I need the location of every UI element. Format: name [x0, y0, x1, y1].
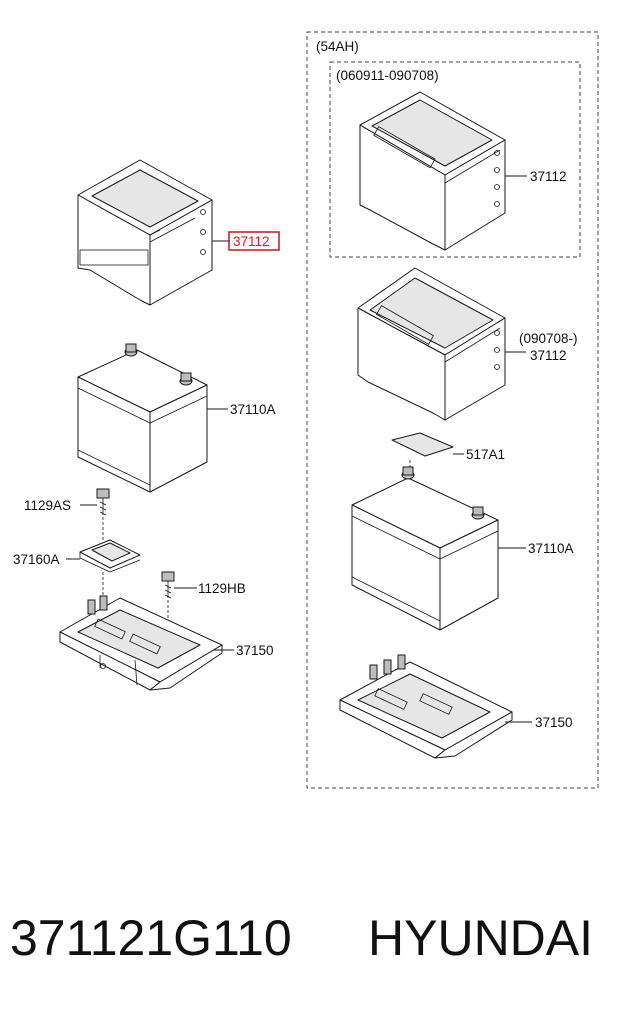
- left-battery: [77, 343, 208, 493]
- label-bolt-right: 1129HB: [198, 581, 246, 596]
- bolt-1129as: [96, 488, 110, 516]
- right-tray: [339, 654, 513, 759]
- right-battery-cover-new: [357, 267, 506, 421]
- group-54ah-box: [306, 31, 599, 789]
- left-battery-cover: [77, 159, 213, 306]
- clamp-37160a: [79, 539, 141, 573]
- label-right-battery: 37110A: [528, 541, 574, 556]
- right-battery: [351, 466, 499, 631]
- label-sub-group-title: (060911-090708): [336, 68, 439, 83]
- highlight-box: [228, 231, 280, 251]
- label-left-tray-cover: 37112: [233, 234, 270, 249]
- label-left-tray: 37150: [236, 643, 274, 658]
- footer: 371121G110 HYUNDAI: [0, 898, 620, 978]
- insulation-pad: [391, 432, 454, 457]
- label-right-cover-new: 37112: [530, 348, 567, 363]
- label-bolt-top: 1129AS: [24, 498, 71, 513]
- label-insulation-pad: 517A1: [466, 447, 505, 462]
- label-clamp: 37160A: [13, 552, 60, 567]
- part-number: 371121G110: [10, 910, 292, 966]
- left-tray: [59, 595, 223, 691]
- label-right-tray: 37150: [535, 715, 573, 730]
- label-left-battery: 37110A: [230, 402, 276, 417]
- label-right-cover-old: 37112: [530, 169, 567, 184]
- brand-name: HYUNDAI: [368, 910, 594, 966]
- bolt-1129hb: [161, 571, 175, 599]
- right-battery-cover-old: [359, 91, 506, 251]
- label-right-cover-new-date: (090708-): [519, 331, 578, 346]
- label-group-title: (54AH): [316, 39, 359, 54]
- sub-group-box: [329, 61, 581, 258]
